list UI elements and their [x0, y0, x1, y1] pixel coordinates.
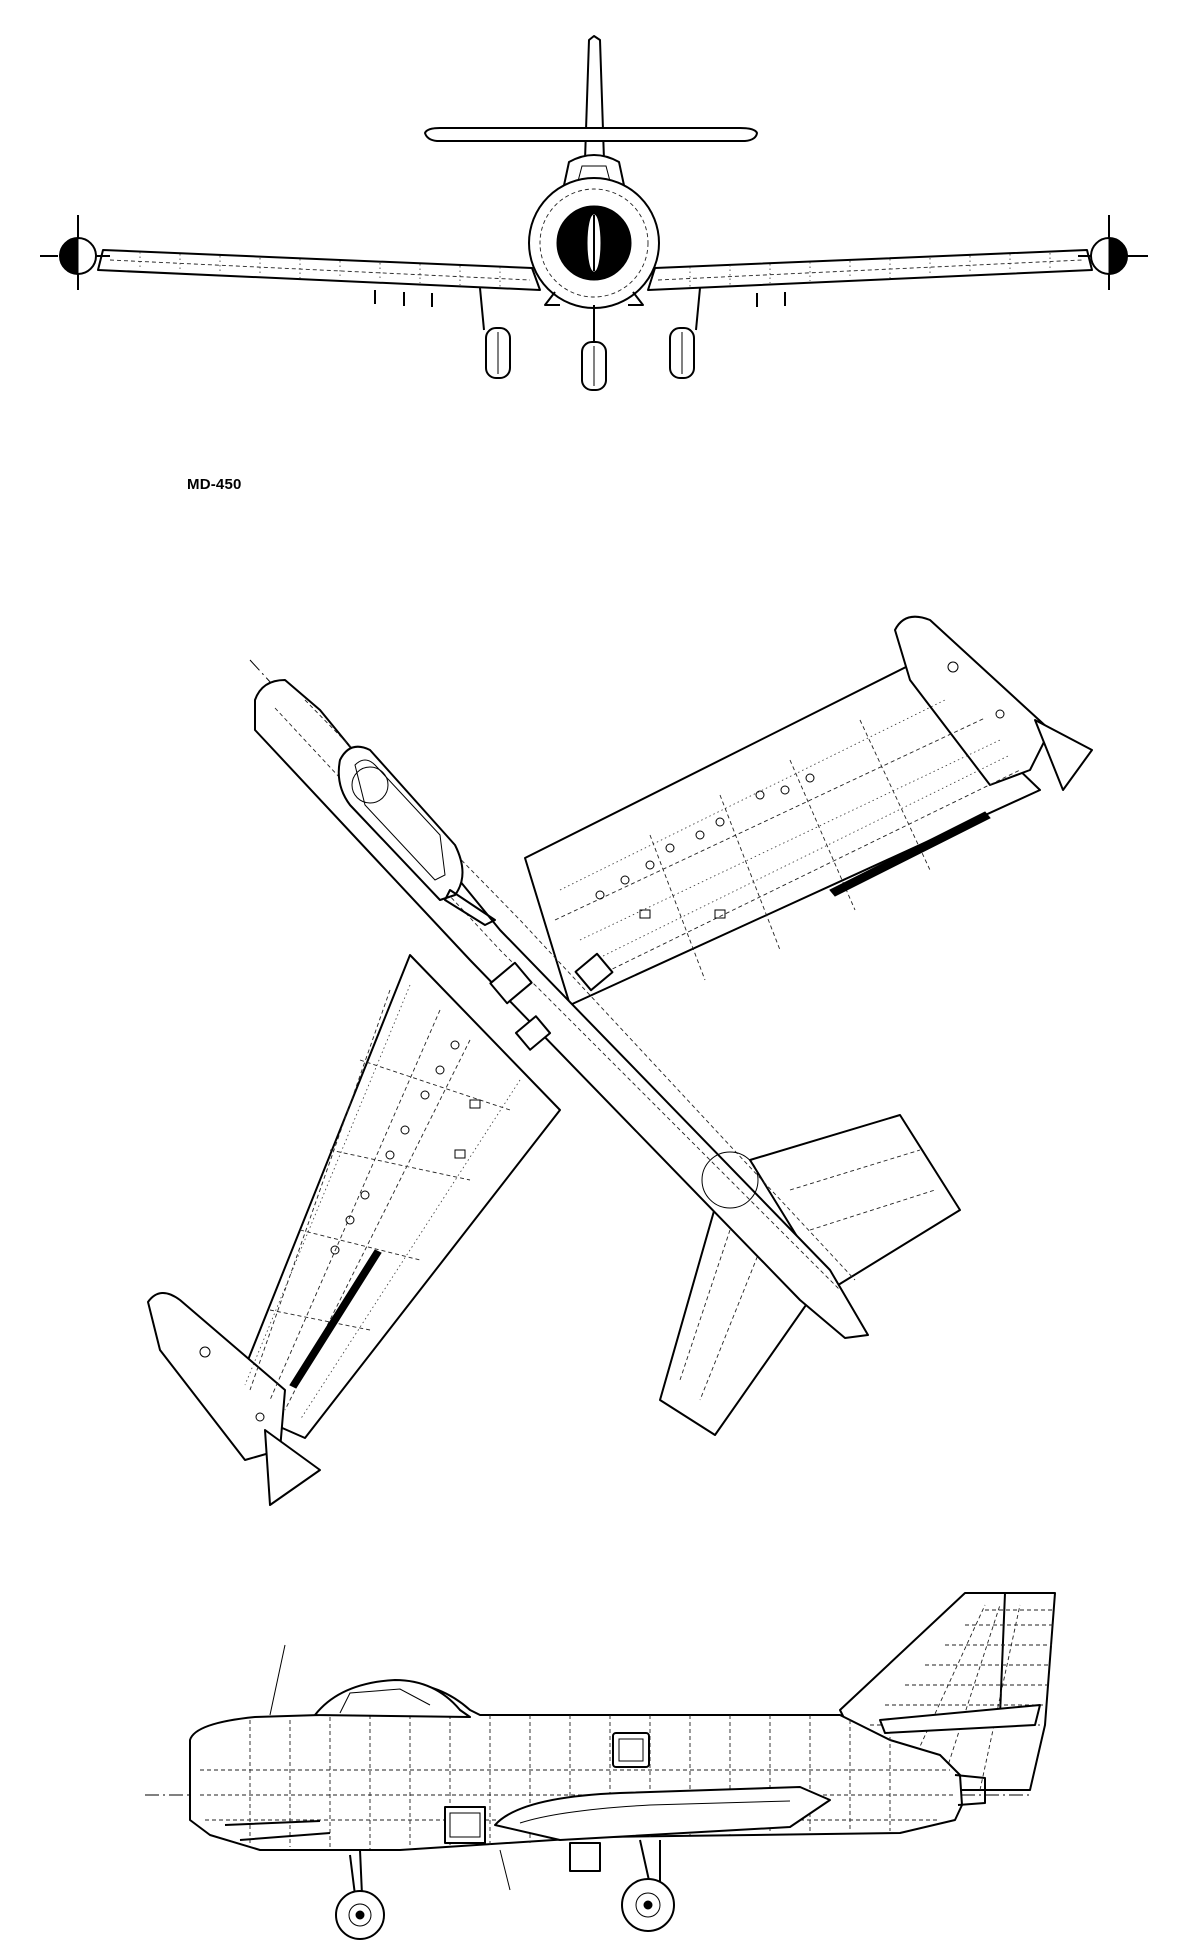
plan-right-tip-tank	[894, 615, 1051, 786]
plan-hatch-3	[514, 1015, 552, 1051]
front-tailplane	[424, 127, 758, 142]
model-label: MD-450	[187, 476, 242, 493]
plan-right-wing-panels	[595, 773, 815, 919]
plan-hatch-2	[574, 952, 614, 992]
plan-left-tip-tank	[147, 1292, 286, 1461]
plan-left-wing-panels	[330, 1040, 481, 1255]
plan-right-wing	[524, 664, 1041, 1006]
plan-hatch-1	[489, 961, 533, 1005]
plan-cockpit	[337, 745, 496, 926]
side-wing	[494, 1786, 831, 1841]
side-view-drawing	[0, 1565, 1200, 1953]
side-tailplane	[879, 1704, 1041, 1734]
front-left-wing	[97, 249, 541, 291]
side-gear	[335, 1839, 675, 1940]
front-gear	[479, 287, 701, 391]
front-view-drawing	[0, 0, 1200, 400]
side-view-svg	[145, 1592, 1056, 1940]
plan-view-drawing	[0, 590, 1200, 1520]
front-view-svg	[40, 35, 1148, 391]
plan-left-wing	[229, 954, 561, 1439]
side-hatch	[612, 1732, 650, 1768]
plan-view-svg	[147, 615, 1093, 1506]
side-canopy	[314, 1679, 471, 1718]
